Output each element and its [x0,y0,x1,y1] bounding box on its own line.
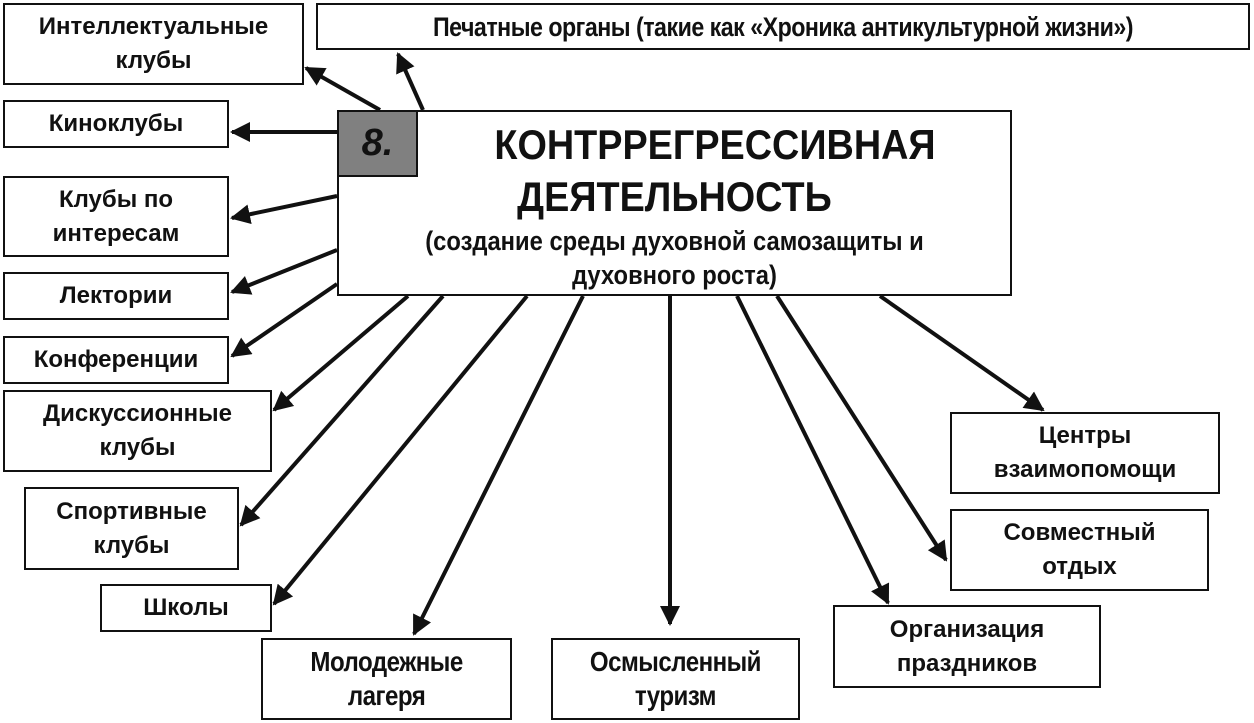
central-title-line1: КОНТРРЕГРЕССИВНАЯ [494,121,936,168]
arrow-to-sports-clubs [239,294,445,527]
arrow-to-discussion-clubs [272,294,410,412]
node-label: Осмысленный туризм [589,646,762,711]
section-number-badge: 8. [337,110,418,177]
node-mutual-aid-centers: Центры взаимопомощи [950,412,1220,494]
node-print-media: Печатные органы (такие как «Хроника анти… [316,3,1250,50]
node-lecture-halls: Лектории [3,272,229,320]
node-label: Клубы по интересам [52,185,180,247]
node-schools: Школы [100,584,272,632]
node-sports-clubs: Спортивные клубы [24,487,239,570]
node-joint-recreation: Совместный отдых [950,509,1209,591]
node-label: Интеллектуальные клубы [38,13,269,74]
node-label: Киноклубы [48,110,184,137]
node-label: Конференции [33,346,199,373]
node-label: Печатные органы (такие как «Хроника анти… [433,11,1134,42]
node-holiday-organization: Организация праздников [833,605,1101,688]
node-label: Совместный отдых [1003,519,1156,580]
central-node: 8. КОНТРРЕГРЕССИВНАЯ ДЕЯТЕЛЬНОСТЬ (созда… [337,110,1012,296]
arrow-to-schools [272,294,529,606]
central-title-line2: ДЕЯТЕЛЬНОСТЬ [517,173,832,220]
node-conferences: Конференции [3,336,229,384]
node-interest-clubs: Клубы по интересам [3,176,229,257]
node-label: Организация праздников [889,615,1045,677]
arrow-to-conferences [230,282,339,358]
arrow-to-holiday-organization [735,295,890,605]
node-label: Лектории [59,282,173,309]
node-label: Дискуссионные клубы [43,400,232,461]
arrow-to-print-media [396,52,425,111]
node-label: Центры взаимопомощи [993,422,1177,483]
arrow-to-joint-recreation [775,294,948,562]
arrow-to-mutual-aid-centers [878,294,1045,412]
node-discussion-clubs: Дискуссионные клубы [3,390,272,472]
arrow-to-interest-clubs [230,194,338,225]
node-meaningful-tourism: Осмысленный туризм [551,638,800,720]
node-label: Молодежные лагеря [310,646,463,711]
node-label: Школы [143,594,229,621]
arrow-to-lecture-halls [230,248,338,295]
arrow-to-youth-camps [412,295,585,636]
node-label: Спортивные клубы [56,497,207,559]
node-film-clubs: Киноклубы [3,100,229,148]
node-youth-camps: Молодежные лагеря [261,638,512,720]
node-intellectual-clubs: Интеллектуальные клубы [3,3,304,85]
arrow-to-intellectual-clubs [304,66,381,112]
central-subtitle: (создание среды духовной самозащиты и ду… [425,226,924,290]
